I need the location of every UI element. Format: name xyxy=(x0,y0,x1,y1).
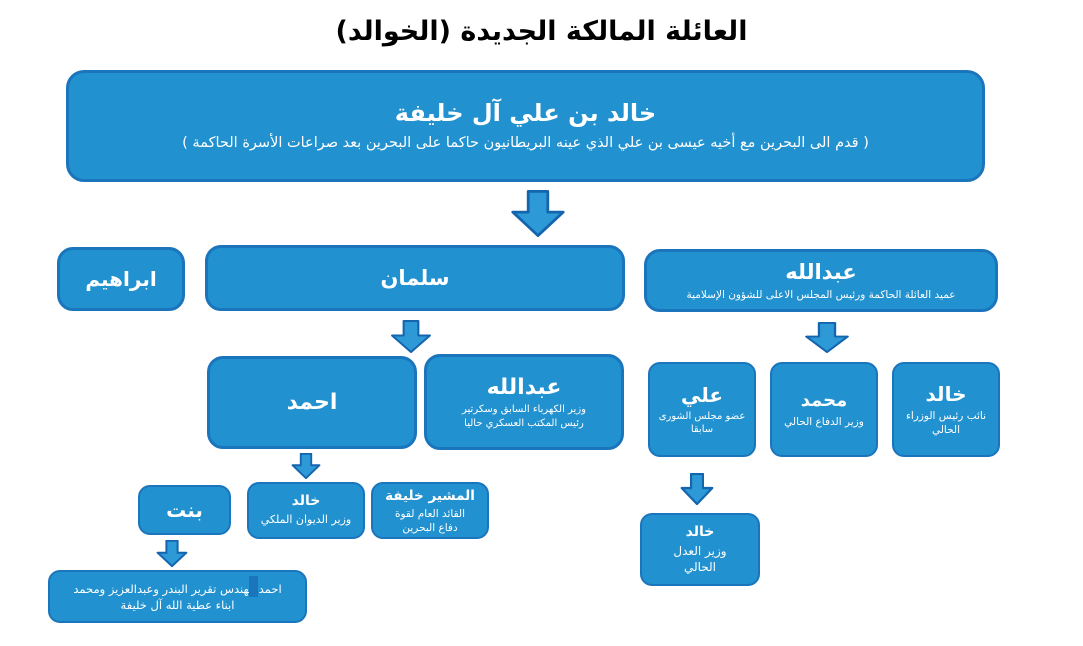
down-arrow-icon xyxy=(510,190,566,237)
node-title: خالد xyxy=(291,493,321,510)
node-title: ابراهيم xyxy=(85,266,157,291)
node-abdullah-senior: عبدالله عميد العائلة الحاكمة ورئيس المجل… xyxy=(644,249,998,312)
node-mushir-khalifa: المشير خليفة القائد العام لقوة دفاع البح… xyxy=(371,482,489,539)
node-ali: علي عضو مجلس الشورى سابقا xyxy=(648,362,756,457)
down-arrow-icon xyxy=(390,320,432,353)
down-arrow-icon xyxy=(680,473,714,505)
down-arrow-icon xyxy=(291,453,321,479)
node-khaled-deputy-pm: خالد نائب رئيس الوزراء الحالي xyxy=(892,362,1000,457)
node-title: احمد xyxy=(286,389,338,415)
node-note: وزير الكهرباء السابق وسكرتير رئيس المكتب… xyxy=(462,404,586,429)
node-grandsons: احمد مهندس تقرير البندر وعبدالعزيز ومحمد… xyxy=(48,570,307,623)
node-note: عميد العائلة الحاكمة ورئيس المجلس الاعلى… xyxy=(686,288,956,301)
node-title: علي xyxy=(680,382,724,407)
node-title: خالد xyxy=(685,523,715,540)
node-ibrahim: ابراهيم xyxy=(57,247,185,311)
node-title: عبدالله xyxy=(486,374,562,400)
node-note: احمد مهندس تقرير البندر وعبدالعزيز ومحمد… xyxy=(73,581,282,612)
node-khaled-justice: خالد وزير العدل الحالي xyxy=(640,513,760,586)
node-title: خالد xyxy=(925,381,967,406)
node-ahmed: احمد xyxy=(207,356,417,449)
node-note: نائب رئيس الوزراء الحالي xyxy=(905,409,987,436)
node-title: خالد بن علي آل خليفة xyxy=(394,99,657,128)
node-khaled-bin-ali-root: خالد بن علي آل خليفة ( قدم الى البحرين م… xyxy=(66,70,985,182)
node-note: وزير العدل الحالي xyxy=(673,544,727,575)
node-note: وزير الديوان الملكي xyxy=(260,512,352,526)
node-title: عبدالله xyxy=(785,260,857,285)
node-khaled-royal-court: خالد وزير الديوان الملكي xyxy=(247,482,365,539)
node-note: القائد العام لقوة دفاع البحرين xyxy=(394,507,466,535)
node-mohammed: محمد وزير الدفاع الحالي xyxy=(770,362,878,457)
node-note: ( قدم الى البحرين مع أخيه عيسى بن علي ال… xyxy=(182,135,869,152)
down-arrow-icon xyxy=(156,540,188,567)
node-title: محمد xyxy=(800,390,848,412)
node-title: بنت xyxy=(166,497,203,522)
node-note: وزير الدفاع الحالي xyxy=(784,415,864,428)
down-arrow-icon xyxy=(804,322,850,353)
page-title: العائلة المالكة الجديدة (الخوالد) xyxy=(335,16,748,47)
node-note: عضو مجلس الشورى سابقا xyxy=(658,410,746,436)
node-title: المشير خليفة xyxy=(385,488,475,504)
node-bint: بنت xyxy=(138,485,231,535)
text-cursor-mark xyxy=(249,576,258,597)
node-abdullah-junior: عبدالله وزير الكهرباء السابق وسكرتير رئي… xyxy=(424,354,624,450)
node-title: سلمان xyxy=(380,265,450,290)
node-salman: سلمان xyxy=(205,245,625,311)
